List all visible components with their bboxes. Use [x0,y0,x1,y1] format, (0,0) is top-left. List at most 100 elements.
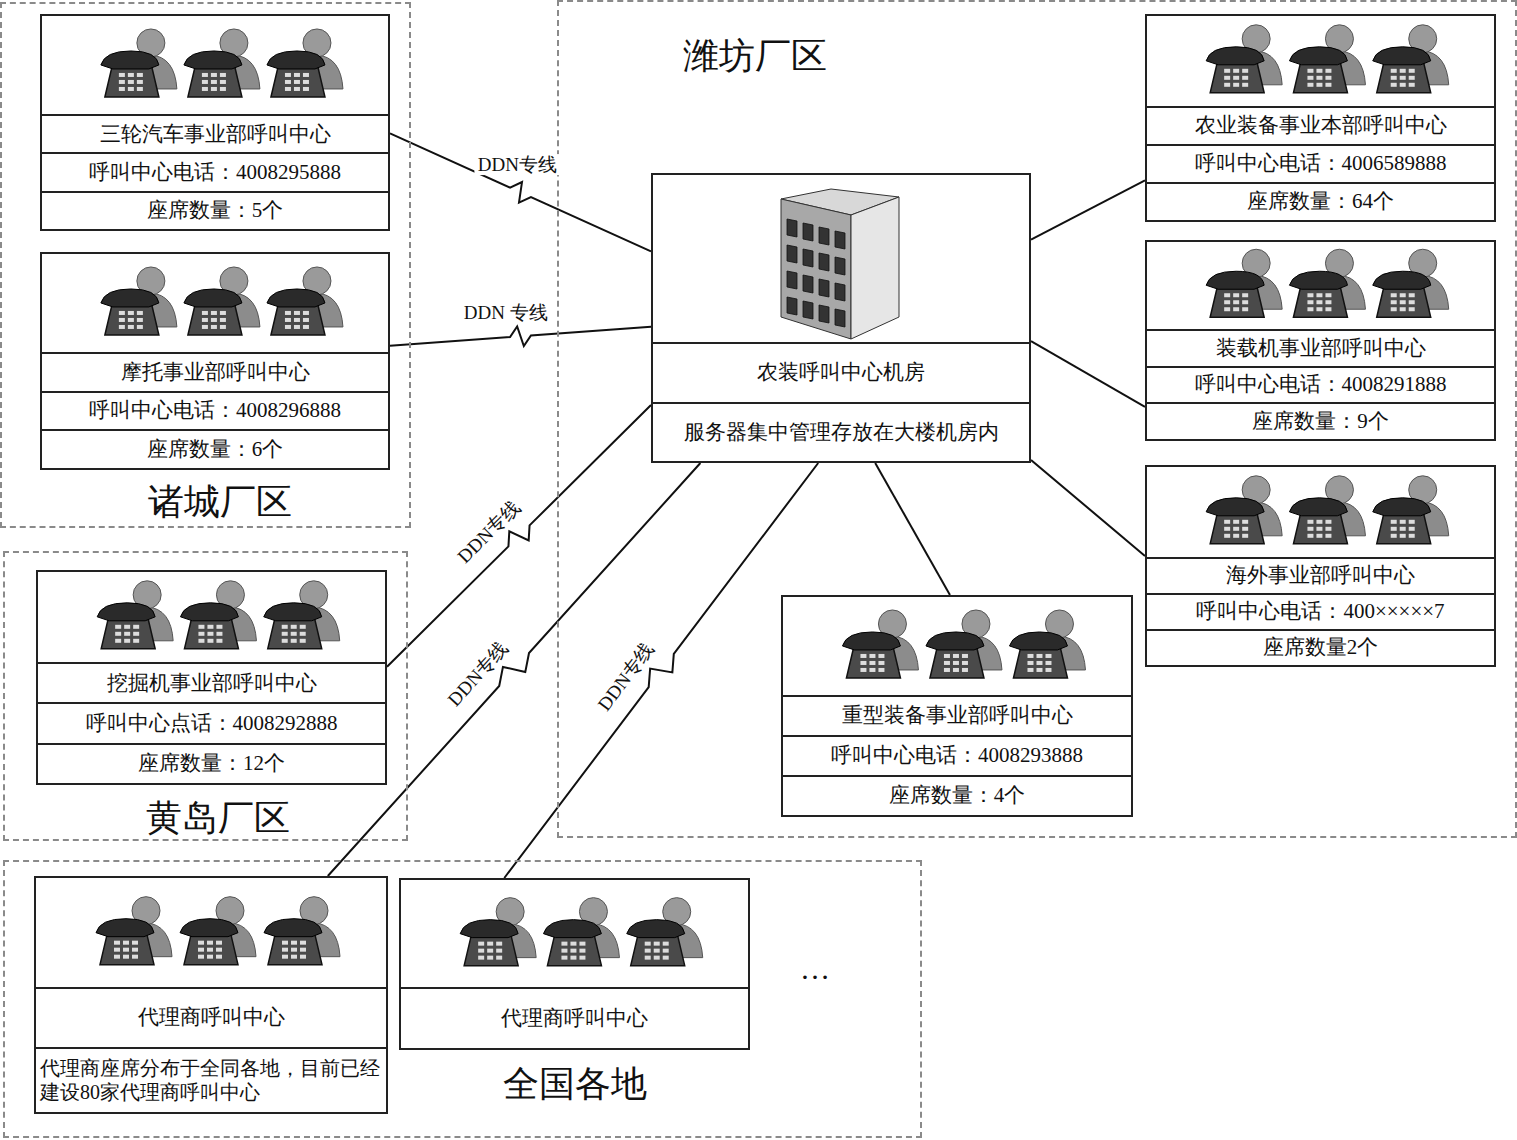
local-link [1031,341,1145,407]
center-info: 呼叫中心点话：4008292888 [38,702,385,742]
icon-area [1147,16,1494,106]
line-label: DDN专线 [441,635,514,713]
operator-icons [1147,16,1494,106]
operator-phone-icon [460,898,536,966]
center-name: 挖掘机事业部呼叫中心 [38,662,385,702]
operator-phone-icon [1009,610,1085,678]
local-link [1031,180,1145,239]
icon-area [783,597,1131,695]
center-name: 代理商呼叫中心 [36,987,386,1047]
center-info: 座席数量：5个 [42,191,388,229]
operator-icons [42,254,388,352]
center-info: 呼叫中心电话：4008291888 [1147,366,1494,403]
operator-icons [401,880,748,987]
icon-area [653,175,1029,342]
operator-icons [1147,467,1494,557]
operator-phone-icon [1373,25,1449,93]
call-center-box: 装载机事业部呼叫中心呼叫中心电话：4008291888座席数量：9个 [1145,240,1496,441]
icon-area [401,880,748,987]
ddn-line [390,326,651,346]
center-info: 服务器集中管理存放在大楼机房内 [653,402,1029,462]
operator-phone-icon [1373,249,1449,317]
region-area: 全国各地 代理商呼叫中心代理商座席分布于全同各地，目前已经建设80家代理商呼叫中心… [3,860,922,1138]
operator-icons [36,878,386,987]
ddn-line [390,133,651,251]
region-label: 黄岛厂区 [146,798,290,839]
center-name: 摩托事业部呼叫中心 [42,352,388,391]
operator-phone-icon [101,267,177,335]
center-info: 座席数量：9个 [1147,402,1494,439]
operator-phone-icon [180,581,256,649]
center-name: 海外事业部呼叫中心 [1147,557,1494,593]
operator-phone-icon [96,897,172,965]
operator-phone-icon [1289,476,1365,544]
local-link [1031,460,1145,556]
center-info: 座席数量：6个 [42,429,388,468]
center-name: 农业装备事业本部呼叫中心 [1147,106,1494,144]
line-label: DDN专线 [475,154,560,176]
server-room-box: 农装呼叫中心机房服务器集中管理存放在大楼机房内 [651,173,1031,463]
operator-phone-icon [184,267,260,335]
icon-area [1147,467,1494,557]
operator-phone-icon [627,898,703,966]
operator-icons [42,16,388,114]
call-center-box: 代理商呼叫中心 [399,878,750,1050]
call-center-box: 挖掘机事业部呼叫中心呼叫中心点话：4008292888座席数量：12个 [36,570,387,785]
center-info: 座席数量：12个 [38,743,385,783]
call-center-box: 重型装备事业部呼叫中心呼叫中心电话：4008293888座席数量：4个 [781,595,1133,817]
region-label: 潍坊厂区 [683,36,827,77]
center-info: 座席数量2个 [1147,629,1494,665]
operator-phone-icon [264,897,340,965]
call-center-box: 农业装备事业本部呼叫中心呼叫中心电话：4006589888座席数量：64个 [1145,14,1496,222]
center-name: 代理商呼叫中心 [401,987,748,1048]
region-label: 全国各地 [503,1064,647,1105]
region-area: 诸城厂区三轮汽车事业部呼叫中心呼叫中心电话：4008295888座席数量：5个摩… [0,2,411,528]
server-building-icon [653,175,1029,342]
operator-phone-icon [97,581,173,649]
region-area: 黄岛厂区 挖掘机事业部呼叫中心呼叫中心点话：4008292888座席数量：12个 [3,551,408,841]
icon-area [42,254,388,352]
call-center-box: 摩托事业部呼叫中心呼叫中心电话：4008296888座席数量：6个 [40,252,390,470]
line-label: DDN专线 [451,494,527,569]
operator-phone-icon [1289,25,1365,93]
icon-area [42,16,388,114]
icon-area [38,572,385,662]
operator-phone-icon [1373,476,1449,544]
operator-phone-icon [543,898,619,966]
operator-phone-icon [1206,249,1282,317]
operator-phone-icon [267,29,343,97]
center-name: 重型装备事业部呼叫中心 [783,695,1131,735]
center-info: 呼叫中心电话：4006589888 [1147,144,1494,182]
local-link [875,463,950,595]
center-info: 座席数量：64个 [1147,182,1494,220]
center-info: 呼叫中心电话：4008296888 [42,391,388,430]
line-label: DDN 专线 [461,302,551,324]
operator-phone-icon [926,610,1002,678]
operator-phone-icon [184,29,260,97]
center-info: 呼叫中心电话：400×××××7 [1147,593,1494,629]
call-center-box: 代理商呼叫中心代理商座席分布于全同各地，目前已经建设80家代理商呼叫中心 [34,876,388,1114]
operator-phone-icon [180,897,256,965]
center-info: 呼叫中心电话：4008293888 [783,735,1131,775]
ddn-line [387,405,651,667]
center-info: 代理商座席分布于全同各地，目前已经建设80家代理商呼叫中心 [36,1047,386,1112]
center-name: 三轮汽车事业部呼叫中心 [42,114,388,152]
operator-icons [38,572,385,662]
center-info: 呼叫中心电话：4008295888 [42,152,388,190]
center-name: 农装呼叫中心机房 [653,342,1029,402]
operator-phone-icon [267,267,343,335]
ellipsis-label: … [800,952,830,986]
operator-phone-icon [1206,476,1282,544]
icon-area [1147,242,1494,329]
call-center-box: 三轮汽车事业部呼叫中心呼叫中心电话：4008295888座席数量：5个 [40,14,390,231]
operator-phone-icon [264,581,340,649]
ddn-line [504,463,818,878]
call-center-box: 海外事业部呼叫中心呼叫中心电话：400×××××7座席数量2个 [1145,465,1496,667]
icon-area [36,878,386,987]
region-area: 潍坊厂区农装呼叫中心机房服务器集中管理存放在大楼机房内农业装备事业本部呼叫中心呼… [557,0,1517,838]
center-name: 装载机事业部呼叫中心 [1147,329,1494,366]
operator-phone-icon [1206,25,1282,93]
operator-phone-icon [842,610,918,678]
operator-icons [783,597,1131,695]
operator-icons [1147,242,1494,329]
